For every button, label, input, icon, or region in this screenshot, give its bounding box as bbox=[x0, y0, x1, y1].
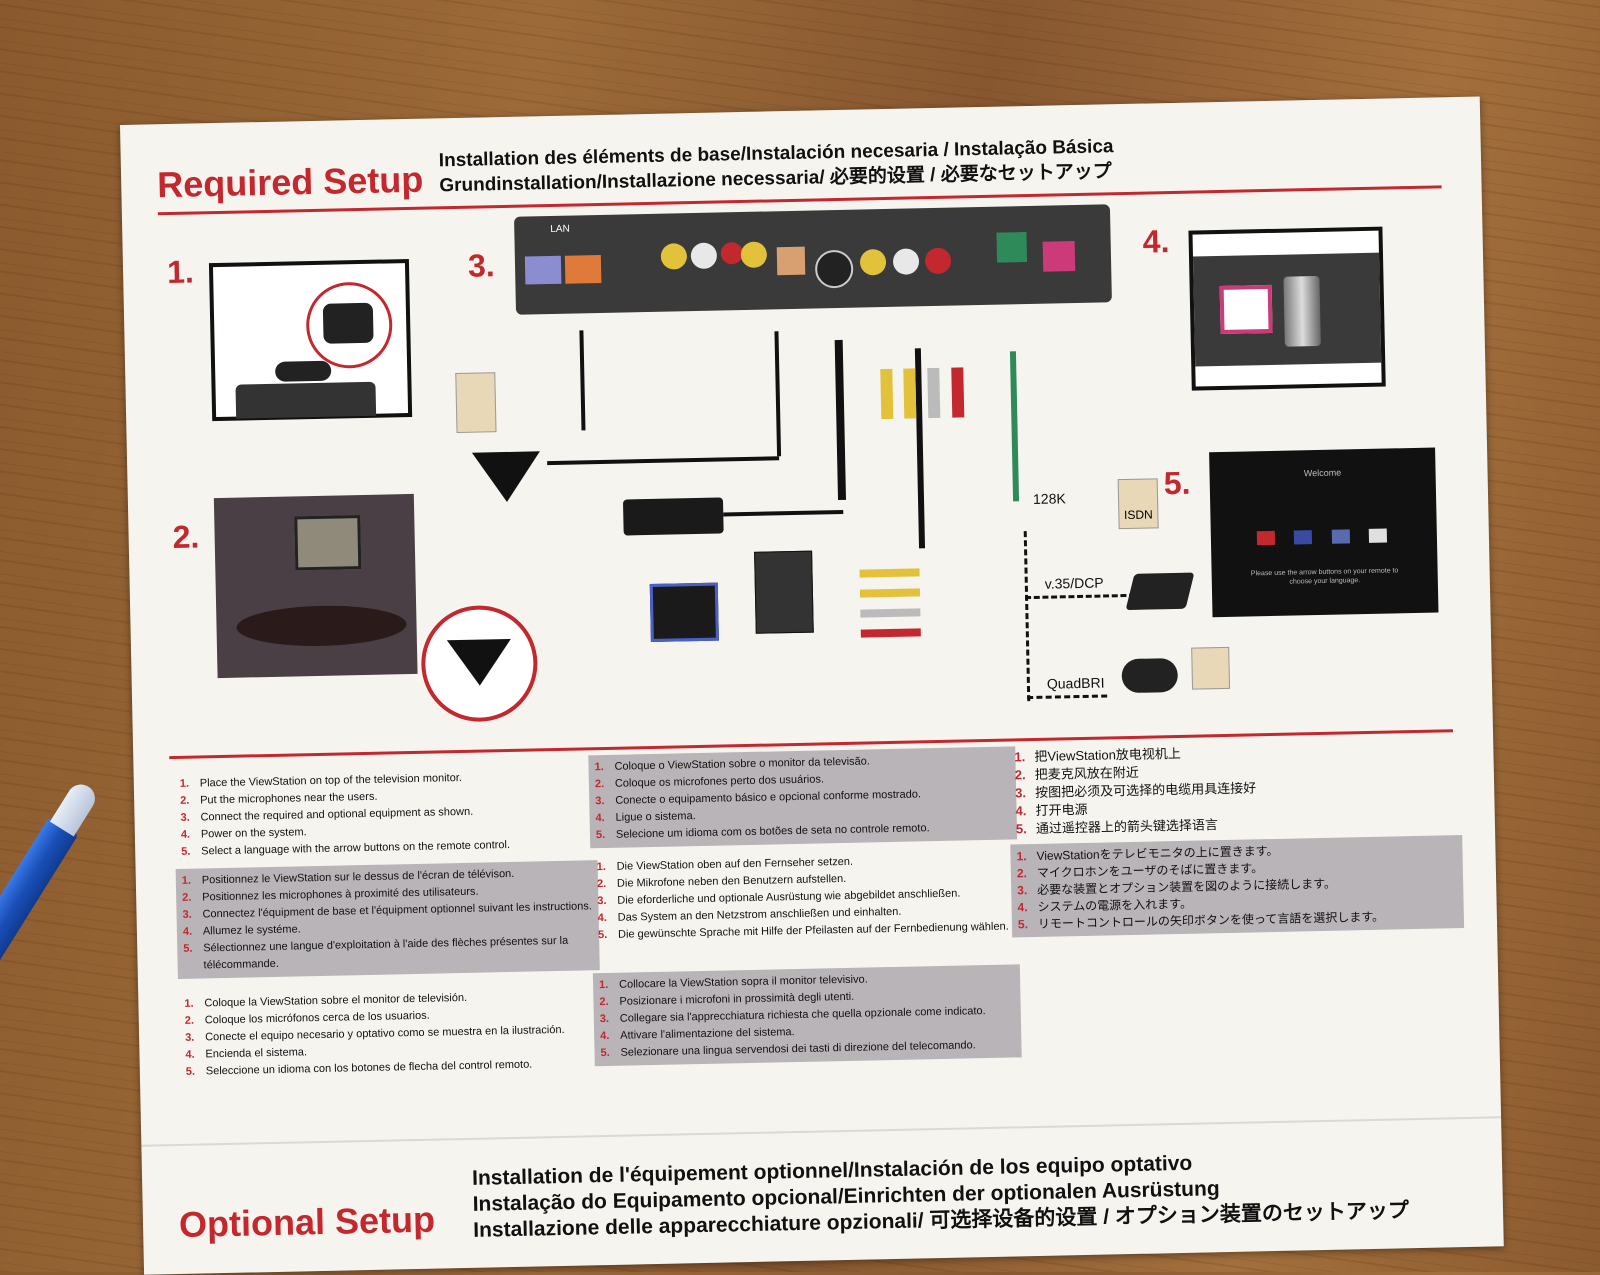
step-1-camera-illustration bbox=[208, 258, 413, 422]
svideo-port bbox=[740, 241, 768, 269]
tv-monitor-icon bbox=[649, 582, 719, 642]
welcome-screen-title: Welcome bbox=[1303, 467, 1342, 479]
quadbri-wall-plate bbox=[1191, 646, 1231, 690]
welcome-screen-instructions: Please use the arrow buttons on your rem… bbox=[1250, 567, 1399, 586]
instructions-french: 1.Positionnez le ViewStation sur le dess… bbox=[175, 860, 600, 979]
lan-port-left bbox=[524, 255, 562, 285]
step-4-power-switch-illustration bbox=[1188, 226, 1386, 391]
isdn-port bbox=[996, 232, 1028, 263]
quadbri-module-icon bbox=[1121, 657, 1179, 694]
audio-port-white bbox=[690, 242, 718, 270]
yellow-connector bbox=[903, 368, 917, 419]
camera-zoom-circle bbox=[305, 281, 394, 370]
v35-dashed-line bbox=[1025, 593, 1136, 603]
rca-plugs-group bbox=[859, 558, 961, 640]
lan-port-right bbox=[564, 254, 602, 284]
welcome-screen: Welcome Please use the arrow buttons on … bbox=[1209, 447, 1439, 618]
mic-port bbox=[776, 246, 806, 276]
v35-dcp-label: v.35/DCP bbox=[1044, 574, 1104, 592]
din-port bbox=[814, 249, 854, 289]
table-shape bbox=[236, 604, 407, 648]
isdn-speed-label: 128K bbox=[1032, 490, 1066, 507]
step-1-number: 1. bbox=[166, 253, 195, 291]
microphone-pod-icon bbox=[471, 451, 541, 503]
viewstation-rear-panel: LAN bbox=[514, 204, 1112, 315]
setup-guide-sheet: Required Setup Installation des éléments… bbox=[120, 96, 1504, 1275]
paper-fold-line bbox=[141, 1116, 1502, 1147]
mic-cable bbox=[774, 331, 782, 457]
power-cable-horizontal bbox=[723, 509, 844, 517]
instructions-spanish: 1.Coloque la ViewStation sobre el monito… bbox=[178, 983, 602, 1085]
lan-cable bbox=[579, 330, 586, 431]
power-switch-icon bbox=[1283, 275, 1321, 347]
audio-out-white bbox=[892, 248, 920, 275]
instructions-portuguese: 1.Coloque o ViewStation sobre o monitor … bbox=[588, 746, 1018, 849]
video-out-port bbox=[859, 248, 887, 276]
vcr-jack-panel bbox=[754, 550, 814, 634]
av-cable-bundle bbox=[914, 348, 926, 549]
lan-wall-plate bbox=[455, 372, 497, 434]
audio-port-red bbox=[720, 241, 744, 265]
instructions-chinese: 1.把ViewStation放电视机上 2.把麦克风放在附近 3.按图把必须及可… bbox=[1008, 735, 1462, 842]
step-2-meeting-photo bbox=[213, 493, 418, 679]
isdn-wall-plate: ISDN bbox=[1117, 478, 1159, 530]
quadbri-label: QuadBRI bbox=[1046, 674, 1105, 692]
required-setup-title: Required Setup bbox=[156, 158, 424, 206]
video-port-yellow bbox=[660, 243, 688, 270]
red-connector bbox=[951, 367, 965, 418]
isdn-label: ISDN bbox=[1123, 507, 1153, 523]
tv-screen-icon bbox=[294, 515, 362, 571]
step-2-number: 2. bbox=[172, 518, 200, 555]
instructions-italian: 1.Collocare la ViewStation sopra il moni… bbox=[592, 964, 1022, 1067]
power-cable bbox=[834, 339, 847, 501]
language-flags-row bbox=[1256, 528, 1388, 546]
phone-port bbox=[1042, 241, 1076, 272]
audio-out-red bbox=[924, 247, 952, 275]
step-5-number: 5. bbox=[1163, 464, 1191, 502]
instructions-english: 1.Place the ViewStation on top of the te… bbox=[174, 763, 598, 865]
list-item: 5.Sélectionnez une langue d'exploitation… bbox=[183, 934, 569, 972]
step-4-number: 4. bbox=[1142, 223, 1170, 260]
phone-jack-icon bbox=[1219, 284, 1273, 334]
white-connector bbox=[927, 367, 941, 419]
svideo-connector bbox=[880, 368, 894, 420]
tv-monitor-icon bbox=[235, 381, 377, 419]
step-3-number: 3. bbox=[467, 247, 496, 284]
mic-cable-horizontal bbox=[547, 456, 780, 466]
power-adapter-icon bbox=[622, 497, 724, 536]
microphone-zoom-circle bbox=[420, 604, 539, 723]
v35-adapter-icon bbox=[1125, 572, 1195, 611]
optional-setup-title: Optional Setup bbox=[178, 1198, 436, 1246]
optional-setup-subtitle: Installation de l'équipement optionnel/I… bbox=[472, 1146, 1409, 1244]
required-setup-subtitle: Installation des éléments de base/Instal… bbox=[439, 134, 1115, 198]
optional-network-dashed-line bbox=[1023, 531, 1035, 702]
instructions-japanese: 1.ViewStationをテレビモニタの上に置きます。 2.マイクロホンをユー… bbox=[1010, 835, 1465, 938]
isdn-cable bbox=[1009, 351, 1020, 502]
instructions-german: 1.Die ViewStation oben auf den Fernseher… bbox=[590, 846, 1019, 948]
microphone-pod-icon bbox=[446, 638, 512, 687]
lan-port-label: LAN bbox=[550, 223, 570, 236]
quadbri-dashed-line bbox=[1027, 694, 1108, 703]
camera-icon bbox=[274, 360, 332, 382]
